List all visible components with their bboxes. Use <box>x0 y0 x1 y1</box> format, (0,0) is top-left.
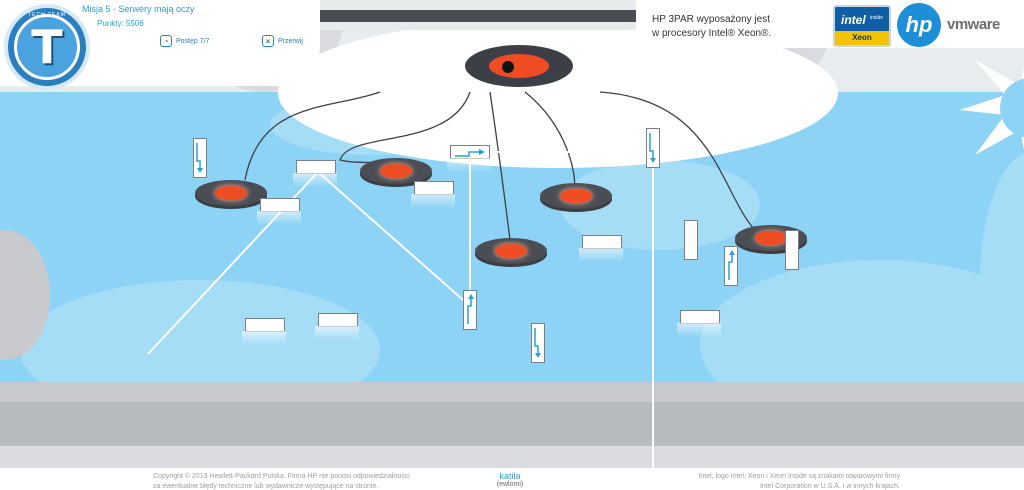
intel-inside: inside <box>870 15 884 21</box>
ad-line: HP 3PAR wyposażony jest <box>652 14 771 25</box>
arrow-down-icon <box>649 133 656 163</box>
eye-receiver <box>195 180 267 206</box>
redirect-tile[interactable] <box>447 145 491 172</box>
footer-line: Intel, logo Intel, Xeon i Xeon Inside są… <box>698 473 900 480</box>
floor <box>0 402 1024 448</box>
footer-link-label: katila <box>499 471 521 481</box>
arrow-down-icon <box>534 328 541 358</box>
mirror-tile[interactable] <box>257 198 301 225</box>
redirect-tile[interactable] <box>531 323 545 363</box>
mirror-tile[interactable] <box>579 235 623 262</box>
eye-receiver <box>360 158 432 184</box>
pause-button[interactable]: × Przerwij <box>262 35 303 47</box>
sun-burst <box>960 60 1024 155</box>
mirror-tile[interactable] <box>411 181 455 208</box>
progress-button[interactable]: ◔ Postęp 7/7 <box>160 35 209 47</box>
hp-logo: hp <box>897 3 941 47</box>
team-logo-letter: T <box>31 20 63 74</box>
ad-text: HP 3PAR wyposażony jest w procesory Inte… <box>652 13 771 41</box>
footer <box>0 468 1024 490</box>
eye-receiver <box>475 238 547 264</box>
mirror-tile[interactable] <box>242 318 286 345</box>
redirect-tile[interactable] <box>646 128 660 168</box>
mirror-tile[interactable] <box>785 230 799 270</box>
eye-receiver <box>540 183 612 209</box>
eye-glow <box>755 230 787 246</box>
points-counter: Punkty: 5506 <box>97 19 144 28</box>
mirror-tile[interactable] <box>315 313 359 340</box>
mission-title: Misja 5 - Serwery mają oczy <box>82 4 195 14</box>
footer-line: Copyright © 2013 Hewlett-Packard Polska.… <box>153 473 410 480</box>
redirect-tile[interactable] <box>193 138 207 178</box>
redirect-tile[interactable] <box>463 290 477 330</box>
footer-line: za ewentualne błędy techniczne lub wydaw… <box>153 483 379 490</box>
close-icon: × <box>262 35 274 47</box>
team-logo-inner <box>14 14 80 80</box>
intel-word: intel <box>841 13 866 27</box>
footer-link[interactable]: katila (ewlomi) <box>470 471 550 488</box>
eye-glow <box>215 185 247 201</box>
main-eye-pupil <box>502 61 514 73</box>
arrow-right-icon <box>455 149 485 157</box>
intel-logo: intel inside Xeon <box>833 5 891 47</box>
ad-panel <box>636 0 1024 48</box>
main-eye-iris <box>489 54 549 78</box>
footer-line: Intel Corporation w U.S.A. i w innych kr… <box>759 483 900 490</box>
eye-glow <box>380 163 412 179</box>
footer-trademark: Intel, logo Intel, Xeon i Xeon Inside są… <box>640 472 900 490</box>
main-eye-emitter <box>465 45 573 87</box>
footer-copyright: Copyright © 2013 Hewlett-Packard Polska.… <box>153 472 443 490</box>
mirror-tile[interactable] <box>293 160 337 187</box>
mirror-tile[interactable] <box>684 220 698 260</box>
progress-icon: ◔ <box>160 35 172 47</box>
team-logo-text: TECH TEAM <box>28 12 66 18</box>
intel-xeon: Xeon <box>835 31 889 45</box>
vmware-logo: vmware <box>947 16 1000 33</box>
ceiling-bar <box>318 10 636 22</box>
arrow-down-icon <box>196 143 203 173</box>
eye-glow <box>495 243 527 259</box>
redirect-tile[interactable] <box>724 246 738 286</box>
ad-line: w procesory Intel® Xeon®. <box>652 28 772 39</box>
floor-edge <box>0 446 1024 468</box>
arrow-up-icon <box>467 294 474 324</box>
arrow-up-icon <box>728 250 735 280</box>
progress-label: Postęp 7/7 <box>176 37 210 45</box>
footer-link-sub: (ewlomi) <box>496 481 524 488</box>
eye-glow <box>560 188 592 204</box>
pause-label: Przerwij <box>278 37 303 45</box>
mirror-tile[interactable] <box>677 310 721 337</box>
floor-top <box>0 382 1024 402</box>
